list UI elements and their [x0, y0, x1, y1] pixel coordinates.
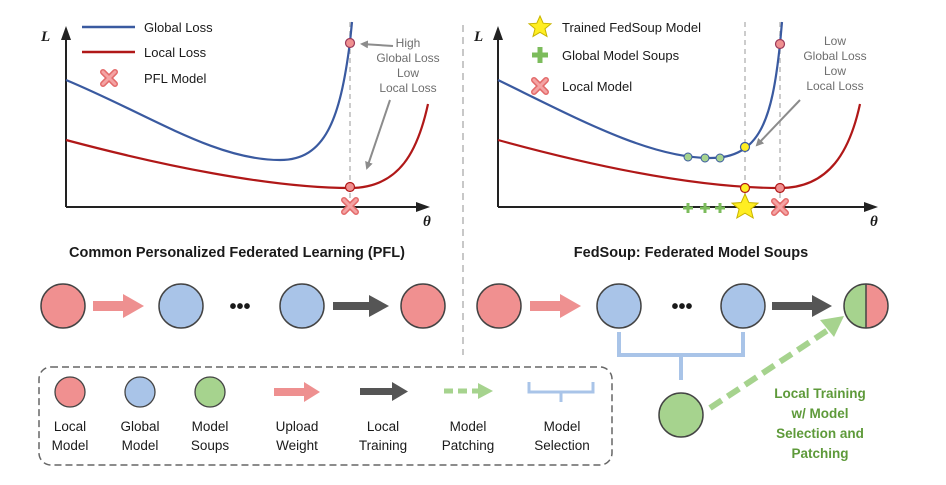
svg-text:Low: Low: [397, 66, 419, 80]
model-soup-points: [683, 152, 725, 163]
legend-box: Local Model Global Model Model Soups Upl…: [38, 366, 613, 466]
flow-training-arrow: [333, 295, 389, 317]
left-annotation: High Global Loss Low Local Loss: [376, 36, 439, 95]
left-loss-plot: L θ High Global Loss Low Local Loss Glob…: [40, 20, 440, 230]
svg-text:Low: Low: [824, 64, 846, 78]
legend-upload-arrow: [274, 382, 320, 402]
svg-text:Model: Model: [544, 419, 581, 434]
flow-global-model-circle-2: [279, 283, 325, 329]
flow-upload-arrow: [93, 294, 144, 318]
svg-text:Model: Model: [122, 438, 159, 453]
svg-text:Global: Global: [120, 419, 159, 434]
right-x-axis-label: θ: [870, 214, 878, 230]
legend-global-model-soups: Global Model Soups: [562, 48, 680, 63]
svg-text:w/ Model: w/ Model: [791, 406, 849, 421]
legend-global-loss: Global Loss: [144, 20, 213, 35]
svg-text:Model: Model: [192, 419, 229, 434]
flow-local-model-circle-2: [400, 283, 446, 329]
flow-personalized-model-circle: [843, 283, 889, 329]
left-caption: Common Personalized Federated Learning (…: [69, 245, 405, 261]
svg-text:Global Loss: Global Loss: [376, 51, 439, 65]
plus-legend-icon: [532, 47, 548, 63]
legend-global-model-circle: [124, 376, 156, 408]
flow-global-model-circle-3: [596, 283, 642, 329]
left-global-loss-curve: [65, 41, 352, 162]
trained-fedsoup-star: [730, 192, 760, 220]
svg-text:Soups: Soups: [191, 438, 230, 453]
right-y-axis-label: L: [473, 29, 483, 45]
legend-local-model: Local Model: [562, 79, 632, 94]
right-flow: ••• Local Training w/ Model Selection an…: [476, 283, 889, 461]
left-local-loss-curve: [65, 103, 430, 190]
svg-text:Local Loss: Local Loss: [379, 81, 436, 95]
soup-plus-markers: [683, 203, 725, 213]
flow-ellipsis-left: •••: [229, 296, 250, 318]
svg-text:Upload: Upload: [276, 419, 319, 434]
left-y-axis-label: L: [40, 29, 50, 45]
local-model-marker: [771, 198, 789, 216]
flow-patching-arrow: [708, 316, 844, 411]
svg-text:High: High: [396, 36, 421, 50]
star-legend-icon: [527, 14, 553, 38]
svg-text:Selection and: Selection and: [776, 426, 864, 441]
svg-text:Selection: Selection: [534, 438, 590, 453]
svg-text:Local: Local: [54, 419, 86, 434]
flow-model-soups-circle: [658, 392, 704, 438]
flow-local-model-circle: [40, 283, 86, 329]
svg-text:Low: Low: [824, 34, 846, 48]
legend-local-loss: Local Loss: [144, 45, 207, 60]
flow-global-model-circle: [158, 283, 204, 329]
svg-text:Local Loss: Local Loss: [806, 79, 863, 93]
left-x-axis-label: θ: [423, 214, 431, 230]
left-plot-legend: Global Loss Local Loss PFL Model: [82, 20, 213, 87]
legend-local-model-circle: [54, 376, 86, 408]
svg-text:Local: Local: [367, 419, 399, 434]
green-patching-label: Local Training w/ Model Selection and Pa…: [774, 386, 866, 461]
local-model-legend-icon: [531, 77, 549, 95]
svg-text:Patching: Patching: [791, 446, 848, 461]
flow-upload-arrow-2: [530, 294, 581, 318]
pfl-model-marker: [341, 197, 359, 215]
svg-text:Global Loss: Global Loss: [803, 49, 866, 63]
legend-model-soups-circle: [194, 376, 226, 408]
legend-selection-bracket: [527, 382, 595, 402]
right-plot-legend: Trained FedSoup Model Global Model Soups…: [527, 14, 701, 95]
pfl-model-legend-icon: [100, 69, 118, 87]
flow-ellipsis-right: •••: [671, 296, 692, 318]
svg-text:Local Training: Local Training: [774, 386, 866, 401]
right-caption: FedSoup: Federated Model Soups: [574, 245, 808, 261]
svg-text:Patching: Patching: [442, 438, 495, 453]
svg-text:Training: Training: [359, 438, 407, 453]
svg-text:Model: Model: [52, 438, 89, 453]
legend-patching-arrow: [444, 383, 493, 399]
flow-training-arrow-2: [772, 295, 832, 317]
right-loss-plot: L θ Low Global Los: [473, 14, 878, 230]
svg-text:Model: Model: [450, 419, 487, 434]
legend-pfl-model: PFL Model: [144, 71, 206, 86]
right-annotation: Low Global Loss Low Local Loss: [803, 34, 866, 93]
legend-trained-fedsoup: Trained FedSoup Model: [562, 20, 701, 35]
svg-text:Weight: Weight: [276, 438, 318, 453]
flow-local-model-circle-3: [476, 283, 522, 329]
flow-global-model-circle-4: [720, 283, 766, 329]
left-flow: •••: [40, 283, 446, 329]
legend-training-arrow: [360, 382, 408, 401]
flow-selection-bracket: [617, 332, 745, 380]
right-local-loss-curve: [497, 103, 862, 190]
